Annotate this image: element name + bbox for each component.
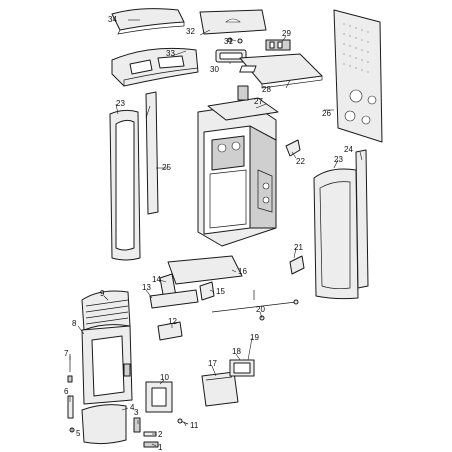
part-12-plate xyxy=(157,321,183,341)
back-panel-perforation xyxy=(343,23,369,73)
callout-5: 5 xyxy=(76,429,81,438)
callout-4: 4 xyxy=(130,403,135,412)
leader-lines xyxy=(69,19,363,447)
callout-1: 1 xyxy=(158,443,163,452)
callout-26: 26 xyxy=(322,109,331,118)
callout-16: 16 xyxy=(238,267,247,276)
callout-20: 20 xyxy=(256,305,265,314)
callout-30: 30 xyxy=(210,65,219,74)
part-6-hinge xyxy=(67,395,74,419)
part-29-component xyxy=(265,39,291,51)
part-15-clip xyxy=(199,281,215,301)
callout-12: 12 xyxy=(168,317,177,326)
part-10-frame xyxy=(145,381,173,413)
callout-18: 18 xyxy=(232,347,241,356)
callout-24: 24 xyxy=(344,145,353,154)
part-13-bar xyxy=(149,289,199,309)
callout-19: 19 xyxy=(250,333,259,342)
callout-28: 28 xyxy=(262,85,271,94)
part-21-clip xyxy=(289,255,305,275)
callout-33: 33 xyxy=(166,49,175,58)
callout-25: 25 xyxy=(162,163,171,172)
callout-23-right: 23 xyxy=(334,155,343,164)
part-27-top-assembly xyxy=(207,85,279,121)
callout-23-left: 23 xyxy=(116,99,125,108)
stove-body xyxy=(197,103,277,247)
part-33-top-frame xyxy=(111,47,199,87)
part-32-top-plate xyxy=(199,9,267,35)
callout-31: 31 xyxy=(224,37,233,46)
part-23-right-side-panel xyxy=(313,168,359,300)
part-28-shelf xyxy=(239,53,323,89)
callout-7: 7 xyxy=(64,349,69,358)
callout-17: 17 xyxy=(208,359,217,368)
callout-14: 14 xyxy=(152,275,161,284)
part-16-base-plate xyxy=(167,255,243,285)
callout-22: 22 xyxy=(296,157,305,166)
callout-13: 13 xyxy=(142,283,151,292)
callout-9: 9 xyxy=(100,289,105,298)
part-23-left-side-panel xyxy=(109,109,141,261)
callout-15: 15 xyxy=(216,287,225,296)
callout-3: 3 xyxy=(134,408,139,417)
part-34-top-cover xyxy=(111,8,185,35)
part-22-bracket xyxy=(285,139,301,157)
part-8-door-frame xyxy=(81,325,133,405)
part-19-screws xyxy=(211,290,299,321)
callout-10: 10 xyxy=(160,373,169,382)
callout-11: 11 xyxy=(190,421,199,430)
part-25-side-strip xyxy=(145,91,159,215)
part-24-right-strip xyxy=(355,149,369,289)
part-3-small xyxy=(133,417,141,433)
callout-2: 2 xyxy=(158,430,163,439)
part-18-frame xyxy=(229,359,255,377)
part-30-gasket xyxy=(215,49,247,63)
part-31-fastener xyxy=(227,37,243,44)
part-26-back-panel xyxy=(333,9,383,143)
callout-29: 29 xyxy=(282,29,291,38)
part-9-grill xyxy=(81,290,131,331)
callout-8: 8 xyxy=(72,319,77,328)
part-11-screw xyxy=(177,418,189,425)
callout-6: 6 xyxy=(64,387,69,396)
callout-21: 21 xyxy=(294,243,303,252)
callout-32: 32 xyxy=(186,27,195,36)
part-1-small xyxy=(143,441,159,448)
callout-27: 27 xyxy=(254,97,263,106)
part-17-ash-pan xyxy=(201,371,239,407)
callout-labels: 1 2 3 4 5 6 7 8 9 10 11 12 13 14 15 16 1… xyxy=(64,15,353,452)
callout-34: 34 xyxy=(108,15,117,24)
part-4-lower-door xyxy=(81,404,127,445)
